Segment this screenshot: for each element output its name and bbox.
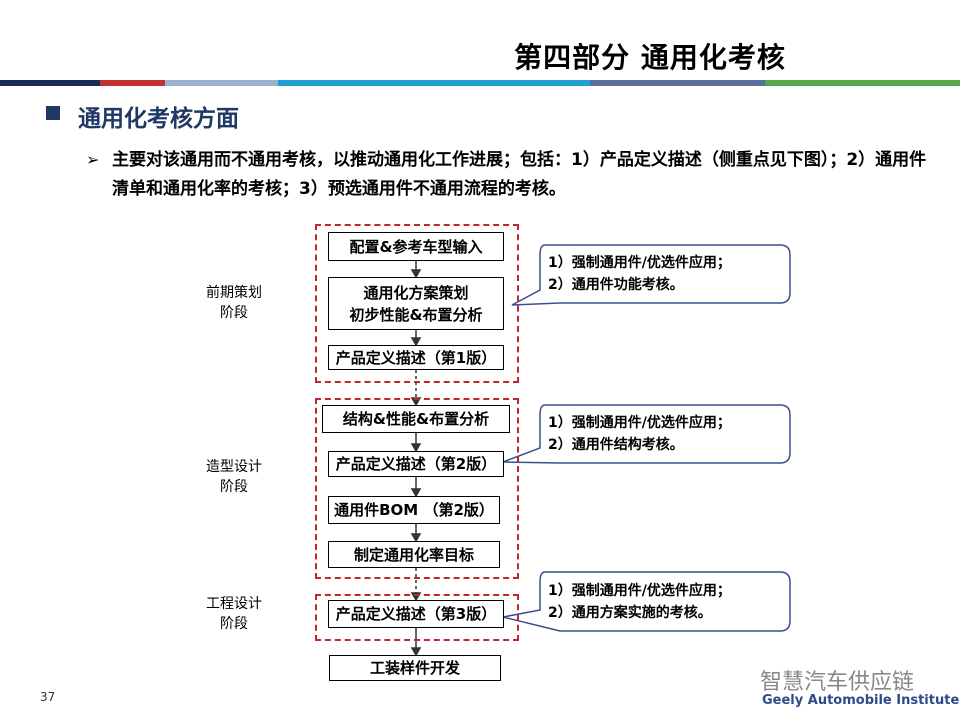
callout-3: 1）强制通用件/优选件应用；2）通用方案实施的考核。 — [548, 583, 731, 621]
flow-box: 通用化方案策划初步性能&布置分析 — [328, 277, 504, 330]
stage-1-group — [315, 224, 519, 383]
callout-1: 1）强制通用件/优选件应用；2）通用件功能考核。 — [548, 255, 731, 293]
stage-label-1: 前期策划阶段 — [206, 285, 262, 321]
flow-box: 制定通用化率目标 — [328, 541, 500, 568]
flow-box: 产品定义描述（第3版） — [328, 600, 504, 628]
flow-box: 结构&性能&布置分析 — [322, 405, 510, 433]
section-paragraph: 主要对该通用而不通用考核，以推动通用化工作进展；包括：1）产品定义描述（侧重点见… — [112, 150, 927, 199]
flow-box: 通用件BOM （第2版） — [328, 496, 500, 524]
watermark: 智慧汽车供应链 — [760, 670, 915, 695]
page-number: 37 — [40, 690, 56, 704]
institute-label: Geely Automobile Institute — [762, 693, 960, 708]
flow-box: 产品定义描述（第2版） — [328, 451, 504, 477]
flow-box: 工装样件开发 — [329, 655, 501, 681]
square-bullet-icon — [46, 106, 60, 120]
arrow-bullet-icon: ➢ — [86, 150, 100, 169]
stage-label-2: 造型设计阶段 — [206, 459, 262, 495]
flow-box: 配置&参考车型输入 — [328, 232, 504, 261]
stage-2-group — [315, 398, 519, 579]
flow-box: 产品定义描述（第1版） — [328, 345, 504, 370]
color-bar — [0, 80, 960, 86]
stage-label-3: 工程设计阶段 — [206, 596, 262, 632]
slide-title: 第四部分 通用化考核 — [514, 41, 786, 74]
callout-2: 1）强制通用件/优选件应用；2）通用件结构考核。 — [548, 415, 731, 453]
stage-3-group — [315, 594, 519, 641]
section-heading: 通用化考核方面 — [78, 106, 239, 132]
